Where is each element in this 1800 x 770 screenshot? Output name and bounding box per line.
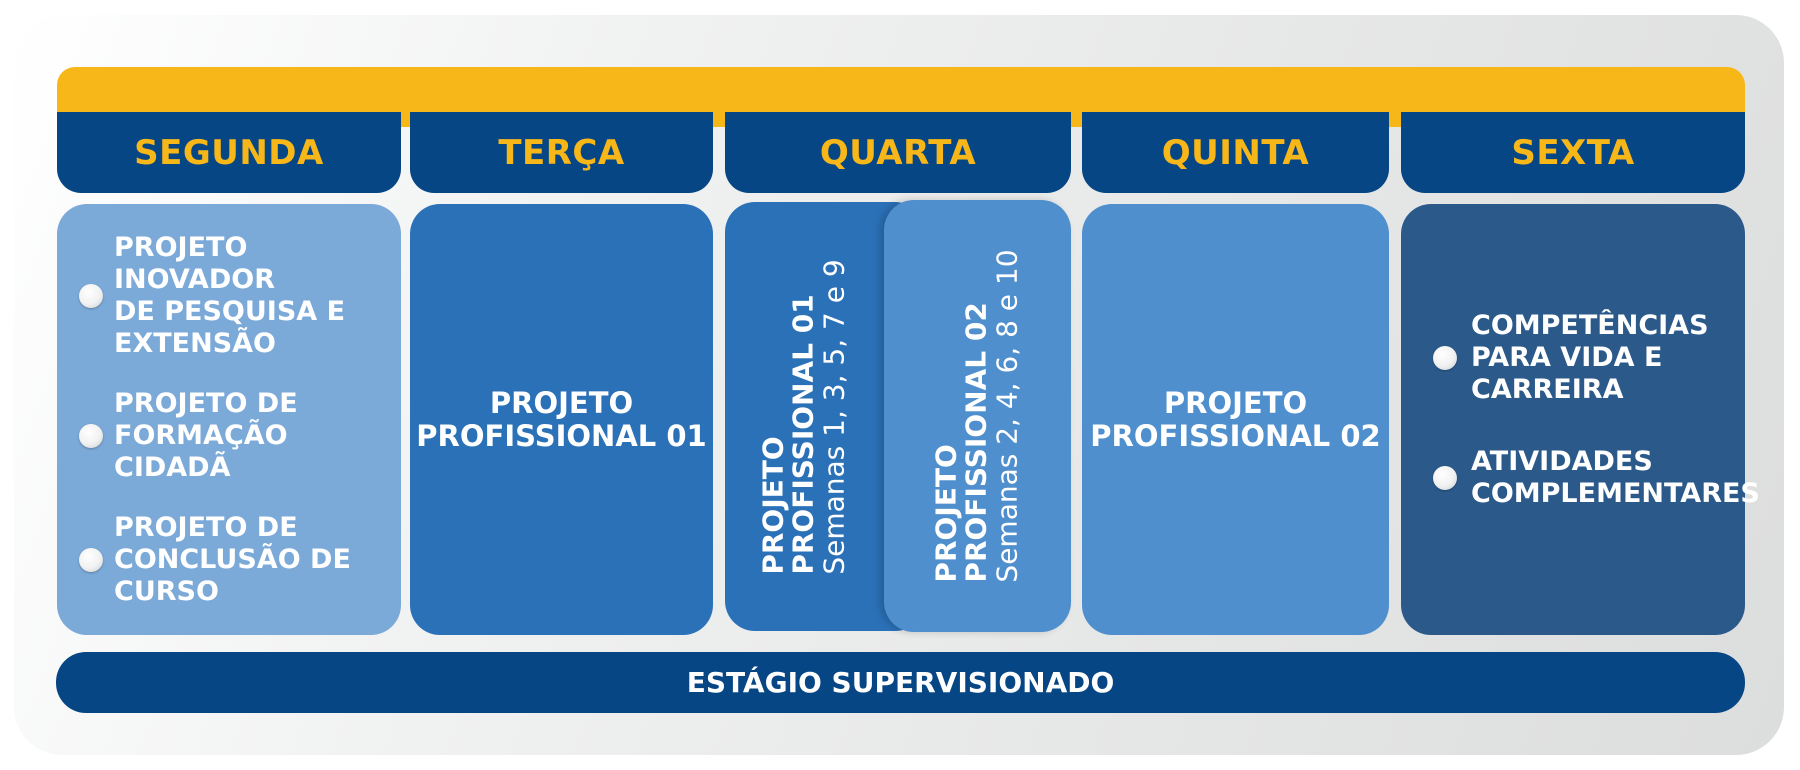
wednesday-odd-label-area: PROJETO PROFISSIONAL 01 Semanas 1, 3, 5,…: [725, 202, 884, 631]
day-header-sexta: SEXTA: [1401, 112, 1745, 193]
list-item: ATIVIDADES COMPLEMENTARES: [1401, 446, 1760, 510]
bullet-dot-icon: [1433, 465, 1457, 490]
wednesday-odd-label: PROJETO PROFISSIONAL 01 Semanas 1, 3, 5,…: [756, 258, 851, 575]
wednesday-odd-weeks: Semanas 1, 3, 5, 7 e 9: [817, 258, 851, 575]
monday-block: PROJETO INOVADOR DE PESQUISA E EXTENSÃO …: [57, 204, 401, 635]
tuesday-line2: PROFISSIONAL 01: [416, 418, 707, 453]
tuesday-label: PROJETO PROFISSIONAL 01: [416, 385, 707, 453]
tuesday-line1: PROJETO: [489, 385, 634, 420]
wednesday-block-even-weeks: [884, 200, 1071, 632]
tuesday-block: PROJETO PROFISSIONAL 01: [410, 204, 713, 635]
wednesday-even-label-area: PROJETO PROFISSIONAL 02 Semanas 2, 4, 6,…: [884, 200, 1071, 632]
footer-internship-bar: ESTÁGIO SUPERVISIONADO: [56, 652, 1745, 713]
day-header-quinta: QUINTA: [1082, 112, 1389, 193]
list-item-label: PROJETO INOVADOR DE PESQUISA E EXTENSÃO: [114, 231, 346, 359]
list-item-label: COMPETÊNCIAS PARA VIDA E CARREIRA: [1471, 309, 1709, 405]
wednesday-even-line2: PROFISSIONAL 02: [959, 302, 993, 583]
wednesday-even-line1: PROJETO: [929, 444, 963, 583]
thursday-label: PROJETO PROFISSIONAL 02: [1090, 385, 1381, 453]
friday-block: COMPETÊNCIAS PARA VIDA E CARREIRA ATIVID…: [1401, 204, 1760, 635]
list-item-label: PROJETO DE FORMAÇÃO CIDADÃ: [114, 387, 298, 483]
thursday-block: PROJETO PROFISSIONAL 02: [1082, 204, 1389, 635]
friday-list: COMPETÊNCIAS PARA VIDA E CARREIRA ATIVID…: [1401, 184, 1760, 635]
bullet-dot-icon: [79, 283, 103, 308]
day-header-segunda: SEGUNDA: [57, 112, 401, 193]
monday-list: PROJETO INOVADOR DE PESQUISA E EXTENSÃO …: [57, 204, 401, 635]
bullet-dot-icon: [1433, 345, 1457, 370]
list-item: PROJETO DE CONCLUSÃO DE CURSO: [57, 512, 401, 608]
thursday-line1: PROJETO: [1163, 385, 1308, 420]
list-item: PROJETO INOVADOR DE PESQUISA E EXTENSÃO: [57, 232, 401, 360]
bullet-dot-icon: [79, 423, 103, 448]
list-item-label: ATIVIDADES COMPLEMENTARES: [1471, 445, 1760, 509]
day-header-terca: TERÇA: [410, 112, 713, 193]
day-header-quarta: QUARTA: [725, 112, 1071, 193]
wednesday-odd-line2: PROFISSIONAL 01: [786, 293, 820, 575]
bullet-dot-icon: [79, 547, 103, 572]
list-item-label: PROJETO DE CONCLUSÃO DE CURSO: [114, 511, 351, 607]
list-item: PROJETO DE FORMAÇÃO CIDADÃ: [57, 388, 401, 484]
list-item: COMPETÊNCIAS PARA VIDA E CARREIRA: [1401, 310, 1745, 406]
wednesday-even-label: PROJETO PROFISSIONAL 02 Semanas 2, 4, 6,…: [929, 249, 1024, 583]
wednesday-odd-line1: PROJETO: [756, 435, 790, 575]
thursday-line2: PROFISSIONAL 02: [1090, 418, 1381, 453]
wednesday-even-weeks: Semanas 2, 4, 6, 8 e 10: [990, 249, 1024, 583]
